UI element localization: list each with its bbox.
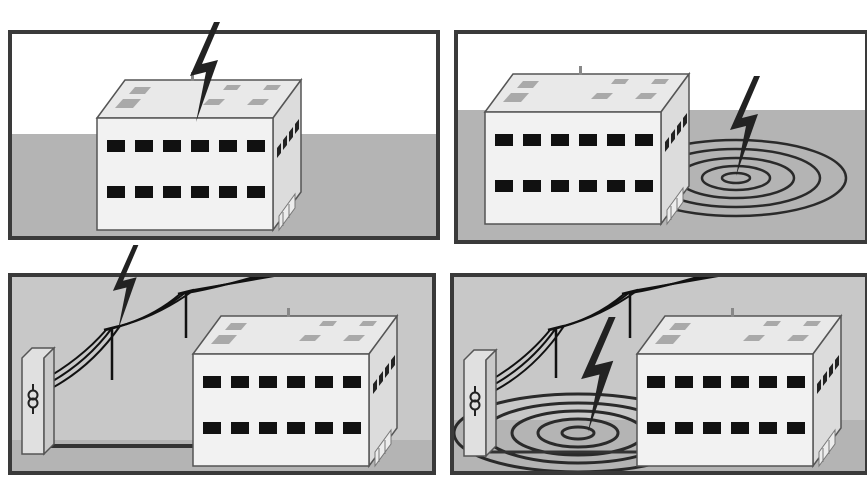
office-building xyxy=(192,307,398,467)
panel-frame xyxy=(8,30,440,240)
panel-frame xyxy=(454,30,867,244)
office-building xyxy=(636,307,842,467)
panel-ground-strike-near-building xyxy=(454,30,867,244)
panel-ground-strike-near-line xyxy=(450,273,867,475)
overhead-power-line xyxy=(39,275,281,395)
office-building xyxy=(484,65,690,225)
transformer-symbol-icon xyxy=(463,349,497,457)
panel-frame xyxy=(450,273,867,475)
panel-frame xyxy=(8,273,436,475)
panel-strike-on-power-line xyxy=(8,245,436,475)
overhead-power-line xyxy=(483,275,725,397)
transformer-symbol-icon xyxy=(21,347,55,455)
panel-direct-strike-roof xyxy=(8,22,440,240)
office-building xyxy=(96,71,302,231)
